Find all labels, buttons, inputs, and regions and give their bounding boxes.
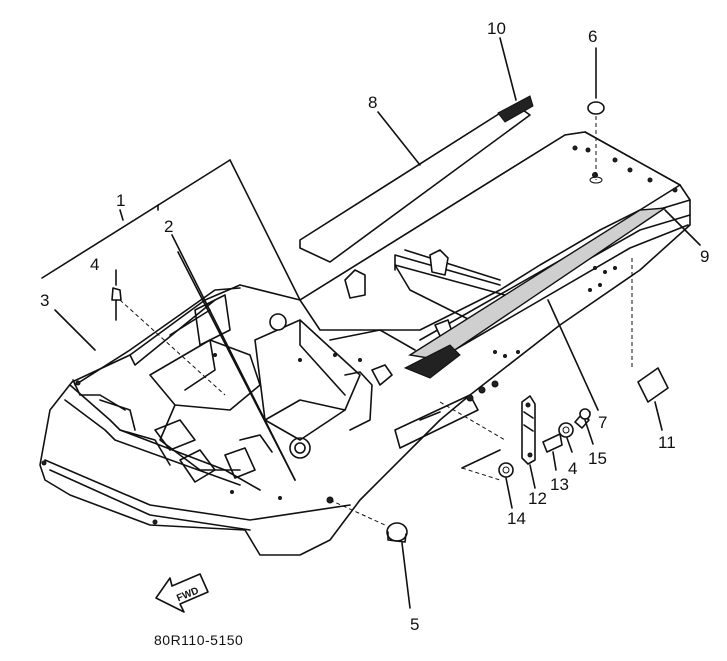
callout-4-top: 4 [90,255,99,274]
callout-15: 15 [588,449,607,468]
callout-12: 12 [528,489,547,508]
callout-5: 5 [410,615,419,634]
callout-2: 2 [164,217,173,236]
leader-lines [41,37,701,509]
callout-1: 1 [116,191,125,210]
bracket-assembly [439,395,591,481]
callout-labels: 1 2 3 4 5 6 7 8 9 10 11 12 13 4 14 15 [40,19,709,634]
rivet-holes [41,145,678,525]
drawing-code: 80R110-5150 [154,632,243,648]
callout-14-left: 14 [507,509,526,528]
part-5-plug [329,499,411,609]
part-8-strip [299,95,534,263]
callout-3: 3 [40,291,49,310]
part-4-rivet [111,269,226,396]
callout-13: 13 [550,475,569,494]
callout-6: 6 [588,27,597,46]
callout-9: 9 [700,247,709,266]
callout-8: 8 [368,93,377,112]
callout-7: 7 [598,413,607,432]
callout-10: 10 [487,19,506,38]
callout-11: 11 [658,433,676,452]
part-11-label [631,258,669,431]
fwd-arrow-icon: FWD [155,573,209,613]
callout-14-right: 4 [568,459,577,478]
frame-assembly [39,131,691,556]
part-6-plug [587,47,605,184]
part-7-decal [403,207,668,379]
